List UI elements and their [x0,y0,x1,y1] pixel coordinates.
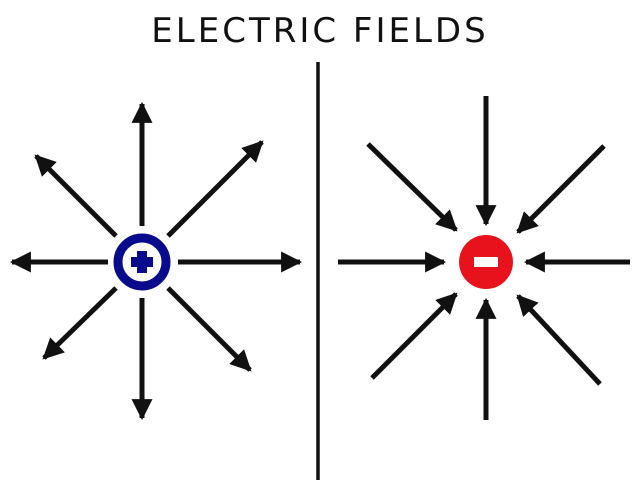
diagram-title: ELECTRIC FIELDS [151,11,489,51]
minus-sign-icon [474,257,498,267]
field-arrow-outward-down-right [166,286,252,372]
field-arrow-outward-down-left [42,286,118,360]
field-arrow-inward-from-bottom-left [370,292,458,380]
field-arrow-inward-from-bottom-right [516,294,602,386]
negative-field-arrows [338,96,630,420]
field-arrow-outward-up-right [166,140,264,238]
field-arrow-inward-from-top-left [366,142,458,232]
field-arrow-inward-from-top-right [516,144,606,234]
positive-field-arrows [9,101,303,421]
plus-sign-icon [131,251,153,273]
negative-charge [459,235,513,289]
positive-charge [113,233,171,291]
field-arrow-outward-up-left [34,154,118,238]
